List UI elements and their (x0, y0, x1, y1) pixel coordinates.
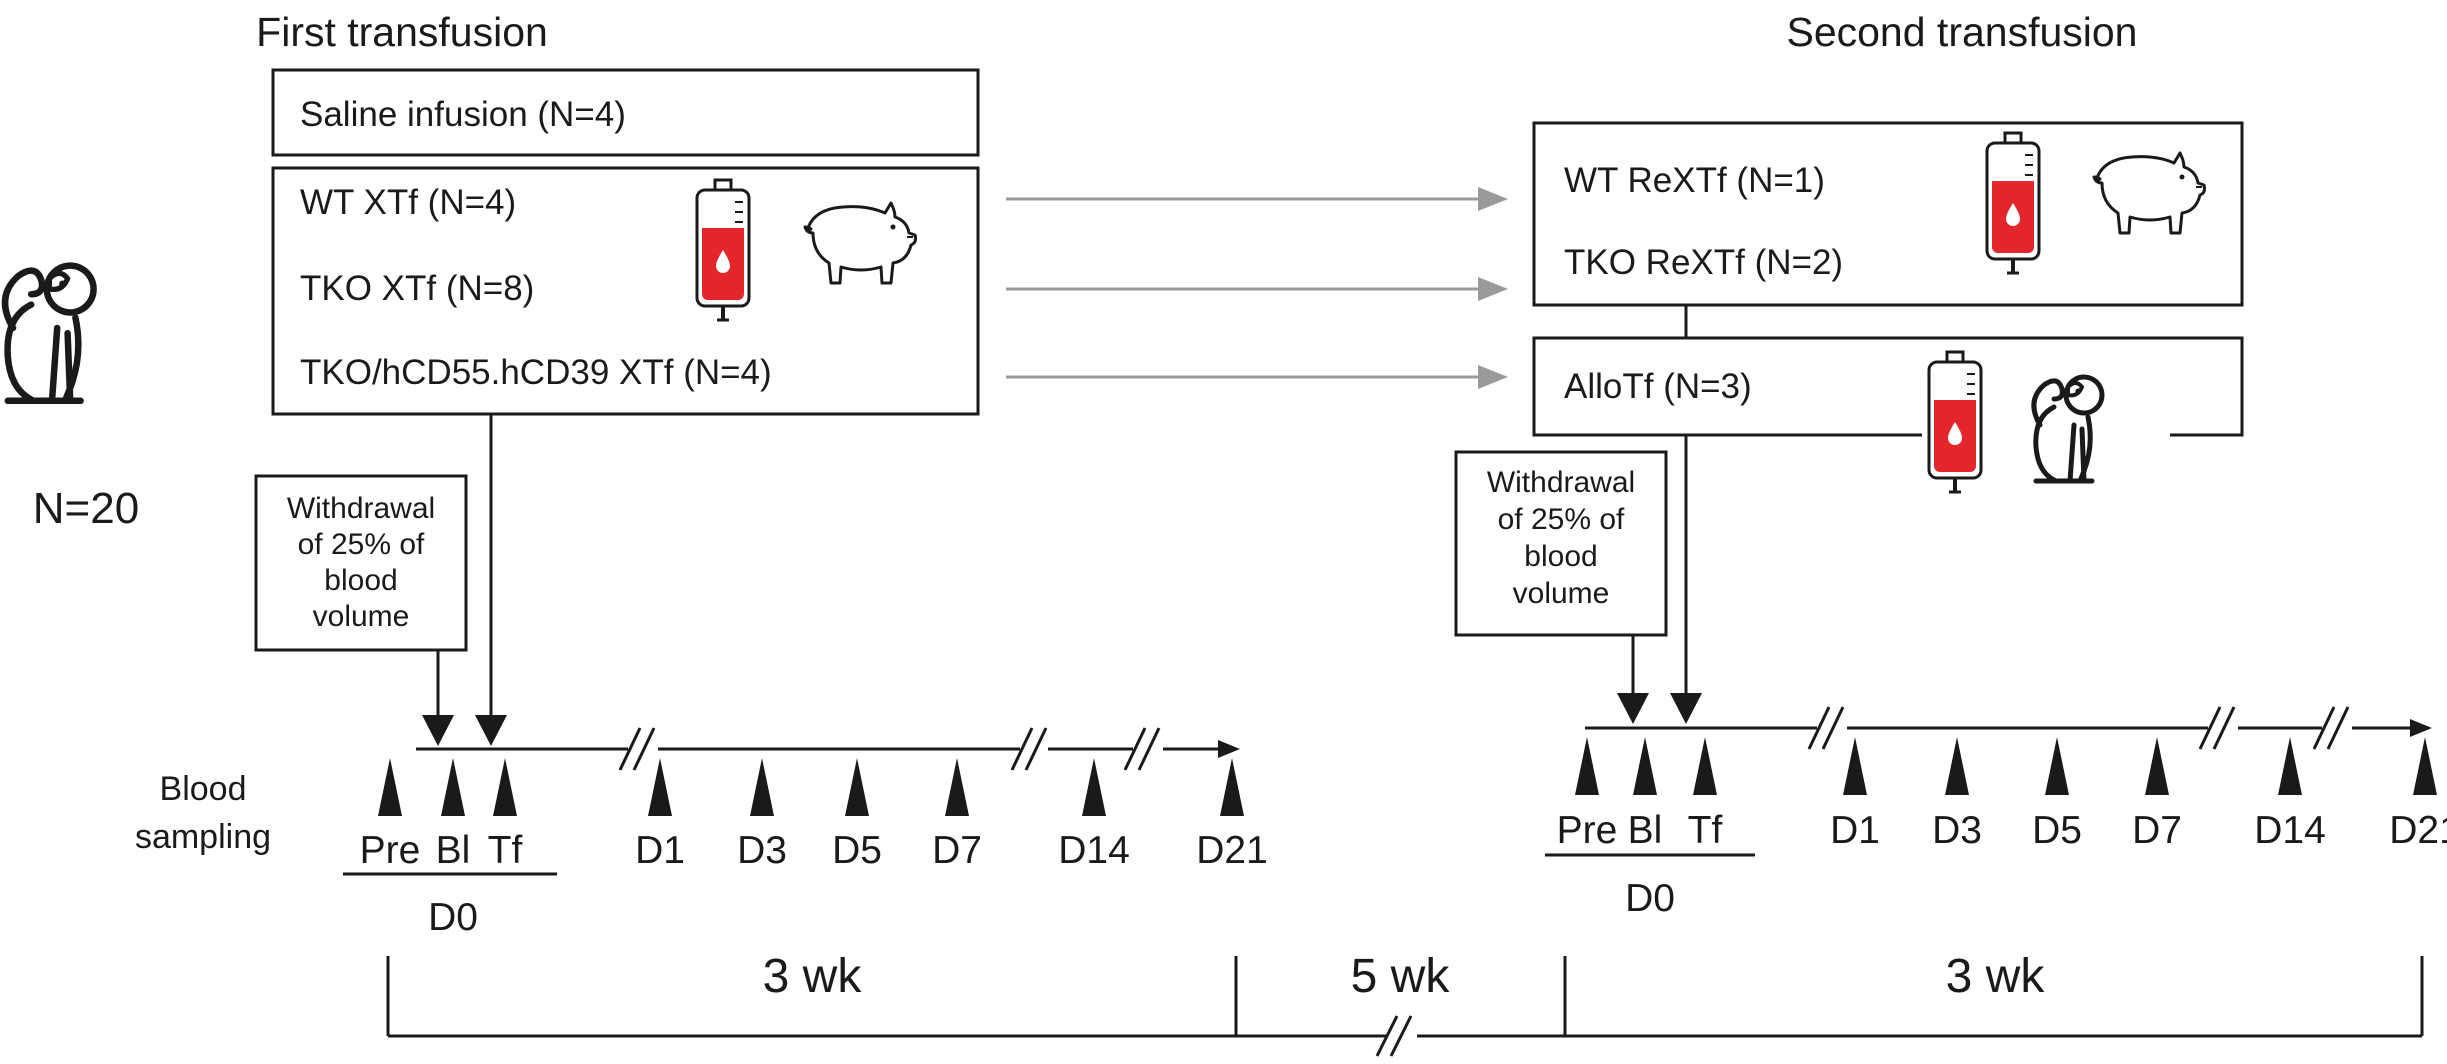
withdrawal-text-line: of 25% of (1498, 503, 1625, 536)
sampling-triangle (1693, 737, 1717, 795)
saline-group-box (271, 68, 980, 157)
duration-gap: 5 wk (1351, 950, 1451, 1003)
blood-bag-icon (1985, 131, 2041, 275)
timeline-first (343, 727, 1240, 876)
withdrawal-text-line: volume (1513, 577, 1610, 610)
sampling-label-day: D21 (2389, 809, 2447, 852)
sampling-label-day: D3 (737, 829, 787, 872)
d0-label-first: D0 (428, 896, 478, 939)
sampling-triangle (1575, 737, 1599, 795)
sampling-label-day: D7 (932, 829, 982, 872)
sampling-triangle (1082, 758, 1106, 816)
group-tko-rexitf: TKO ReXTf (N=2) (1564, 243, 1843, 282)
sampling-label-day: D14 (1058, 829, 1130, 872)
withdrawal-text-line: of 25% of (298, 528, 425, 561)
sampling-triangle (945, 758, 969, 816)
withdrawal-text-line: blood (324, 564, 397, 597)
d0-label-second: D0 (1625, 877, 1675, 920)
monkey-icon (5, 266, 94, 401)
second-transfusion-heading: Second transfusion (1786, 9, 2137, 55)
sampling-label-day: D1 (1830, 809, 1880, 852)
sampling-triangle (750, 758, 774, 816)
sampling-triangle (441, 758, 465, 816)
duration-second: 3 wk (1946, 950, 2046, 1003)
blood-sampling-label: sampling (135, 818, 271, 856)
sampling-label-day: D5 (832, 829, 882, 872)
group-wt-rexitf: WT ReXTf (N=1) (1564, 161, 1825, 200)
sampling-triangle (648, 758, 672, 816)
sampling-triangle (2145, 737, 2169, 795)
saline-group-label: Saline infusion (N=4) (300, 95, 626, 134)
sampling-label-day: D7 (2132, 809, 2182, 852)
subject-count: N=20 (33, 484, 139, 533)
sampling-label-d0: Pre (1557, 809, 1618, 852)
sampling-triangle (1633, 737, 1657, 795)
sampling-label-day: D1 (635, 829, 685, 872)
sampling-triangle (2045, 737, 2069, 795)
sampling-marks-first: Pre Bl Tf D1 D3 D5 D7 D14 D21 (360, 758, 1268, 872)
blood-sampling-label: Blood (160, 770, 247, 808)
sampling-label-d0: Bl (436, 829, 471, 872)
sampling-label-d0: Tf (488, 829, 523, 872)
withdrawal-box-second (1454, 450, 1668, 637)
sampling-label-day: D21 (1196, 829, 1268, 872)
withdrawal-text-line: blood (1524, 540, 1597, 573)
withdrawal-text-line: volume (313, 600, 410, 633)
blood-bag-icon (1927, 350, 1983, 494)
blood-bag-icon (695, 178, 751, 322)
duration-bracket (386, 956, 2424, 1057)
sampling-triangle (845, 758, 869, 816)
sampling-triangle (493, 758, 517, 816)
group-allotf: AlloTf (N=3) (1564, 367, 1752, 406)
group-transition-arrows (1006, 187, 1508, 389)
timeline-second (1545, 706, 2432, 857)
withdrawal-text-line: Withdrawal (1487, 466, 1635, 499)
first-transfusion-heading: First transfusion (256, 9, 548, 55)
sampling-label-d0: Bl (1628, 809, 1663, 852)
sampling-triangle (1945, 737, 1969, 795)
sampling-label-d0: Pre (360, 829, 421, 872)
sampling-label-day: D5 (2032, 809, 2082, 852)
sampling-triangle (378, 758, 402, 816)
withdrawal-box-first (254, 474, 468, 652)
sampling-triangle (1843, 737, 1867, 795)
sampling-triangle (2278, 737, 2302, 795)
sampling-label-d0: Tf (1688, 809, 1723, 852)
sampling-triangle (2413, 737, 2437, 795)
group-wt-xtf: WT XTf (N=4) (300, 183, 516, 222)
withdrawal-text-line: Withdrawal (287, 492, 435, 525)
group-tko-hcd55-hcd39-xtf: TKO/hCD55.hCD39 XTf (N=4) (300, 353, 772, 392)
group-tko-xtf: TKO XTf (N=8) (300, 269, 534, 308)
duration-first: 3 wk (763, 950, 863, 1003)
sampling-label-day: D3 (1932, 809, 1982, 852)
sampling-label-day: D14 (2254, 809, 2326, 852)
sampling-triangle (1220, 758, 1244, 816)
